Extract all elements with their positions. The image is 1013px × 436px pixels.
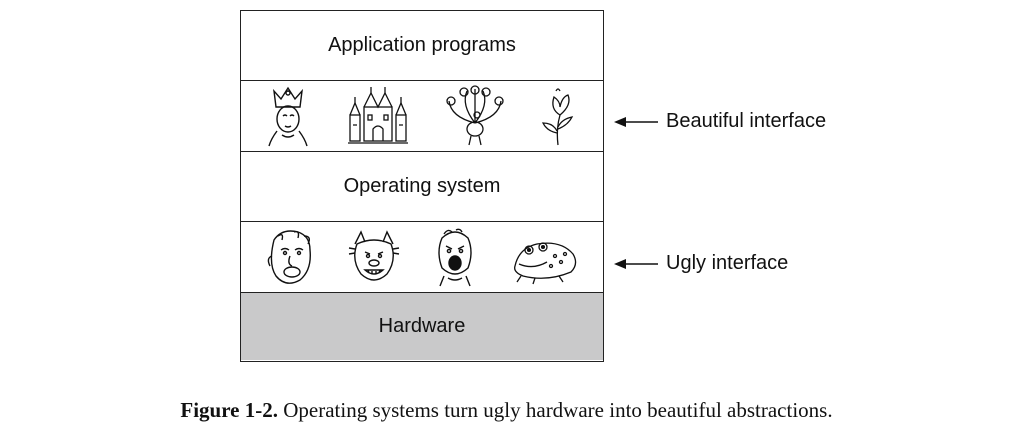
- toad-icon: [509, 226, 581, 288]
- ugly-interface-row: [241, 222, 603, 293]
- ugly-interface-label: Ugly interface: [666, 252, 789, 274]
- queen-icon: [264, 85, 312, 147]
- figure-caption: Figure 1-2. Operating systems turn ugly …: [0, 398, 1013, 423]
- hardware-label: Hardware: [378, 315, 466, 337]
- application-programs-layer: Application programs: [241, 11, 603, 81]
- beautiful-interface-row: [241, 81, 603, 152]
- ugly-interface-annotation: Ugly interface: [614, 252, 788, 275]
- beautiful-interface-annotation: Beautiful interface: [614, 110, 826, 133]
- os-layer-diagram: Application programs: [240, 10, 604, 362]
- castle-icon: [342, 85, 414, 147]
- operating-system-label: Operating system: [343, 175, 501, 197]
- operating-system-layer: Operating system: [241, 152, 603, 222]
- arrow-left-icon: [614, 116, 658, 127]
- hardware-layer: Hardware: [241, 293, 603, 360]
- screaming-man-icon: [430, 226, 480, 288]
- beautiful-interface-label: Beautiful interface: [666, 110, 827, 132]
- peacock-icon: [444, 85, 506, 147]
- arrow-left-icon: [614, 258, 658, 269]
- figure-number: Figure 1-2.: [180, 398, 278, 422]
- figure-caption-text: Operating systems turn ugly hardware int…: [283, 398, 833, 422]
- flower-icon: [536, 85, 580, 147]
- pig-monster-icon: [347, 226, 401, 288]
- application-programs-label: Application programs: [328, 34, 516, 56]
- grumpy-face-icon: [264, 226, 318, 288]
